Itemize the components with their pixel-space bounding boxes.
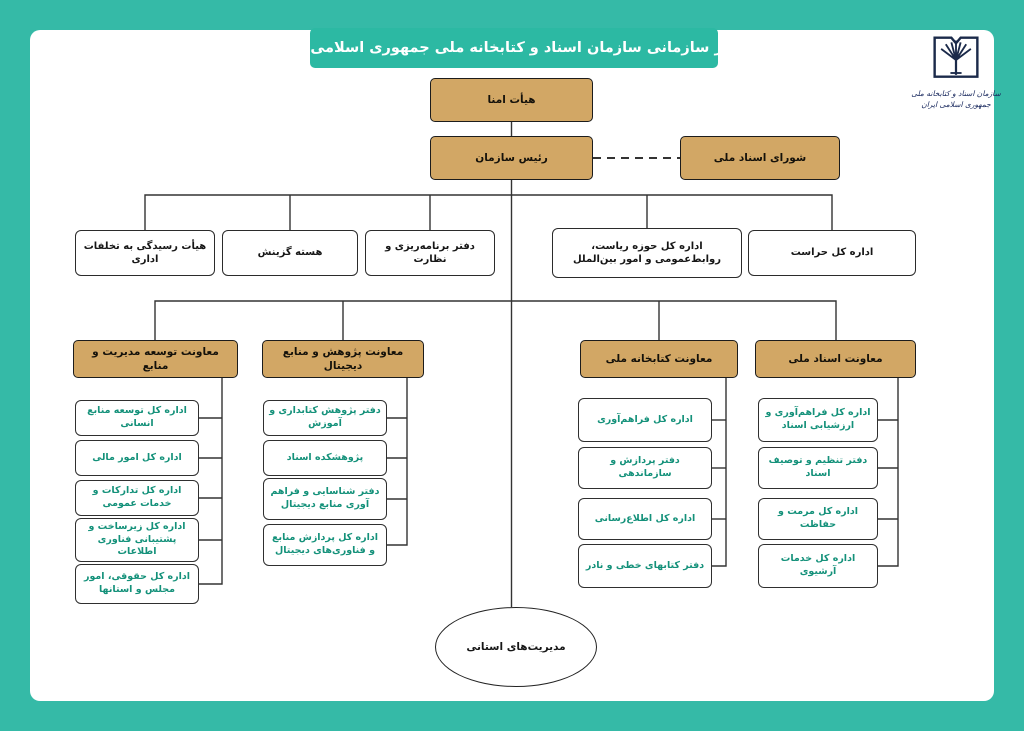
- node-office: دفتر پژوهش کتابداری و آموزش: [263, 400, 387, 436]
- node-deputy: معاونت کتابخانه ملی: [580, 340, 738, 378]
- node-office: دفتر شناسایی و فراهم آوری منابع دیجیتال: [263, 478, 387, 520]
- node-office: دفتر کتابهای خطی و نادر: [578, 544, 712, 588]
- node-staff-office: هسته گزینش: [222, 230, 358, 276]
- node-staff-office: اداره کل حراست: [748, 230, 916, 276]
- node-office: پژوهشکده اسناد: [263, 440, 387, 476]
- node-board-of-trustees: هیأت امنا: [430, 78, 593, 122]
- node-deputy: معاونت توسعه مدیریت و منابع: [73, 340, 238, 378]
- node-office: اداره کل امور مالی: [75, 440, 199, 476]
- node-office: دفتر تنظیم و توصیف اسناد: [758, 447, 878, 489]
- node-provincial-directorates: مدیریت‌های استانی: [435, 607, 597, 687]
- node-office: اداره کل خدمات آرشیوی: [758, 544, 878, 588]
- node-national-documents-council: شورای اسناد ملی: [680, 136, 840, 180]
- node-office: اداره کل توسعه منابع انسانی: [75, 400, 199, 436]
- logo-caption-line1: سازمان اسناد و کتابخانه ملی: [911, 89, 1001, 98]
- node-staff-office: دفتر برنامه‌ریزی و نظارت: [365, 230, 495, 276]
- page-title: نمودار سازمانی سازمان اسناد و کتابخانه م…: [268, 28, 760, 68]
- nlai-logo: سازمان اسناد و کتابخانه ملی جمهوری اسلام…: [900, 34, 1012, 126]
- node-organization-head: رئیس سازمان: [430, 136, 593, 180]
- node-deputy: معاونت پژوهش و منابع دیجیتال: [262, 340, 424, 378]
- node-office: اداره کل مرمت و حفاظت: [758, 498, 878, 540]
- node-deputy: معاونت اسناد ملی: [755, 340, 916, 378]
- node-staff-office: هیأت رسیدگی به تخلفات اداری: [75, 230, 215, 276]
- node-office: اداره کل اطلاع‌رسانی: [578, 498, 712, 540]
- book-palm-icon: [933, 36, 979, 78]
- node-office: اداره کل فراهم‌آوری: [578, 398, 712, 442]
- node-office: اداره کل فراهم‌آوری و ارزشیابی اسناد: [758, 398, 878, 442]
- node-office: اداره کل حقوقی، امور مجلس و استانها: [75, 564, 199, 604]
- node-office: اداره کل پردازش منابع و فناوری‌های دیجیت…: [263, 524, 387, 566]
- node-staff-office: اداره کل حوزه ریاست، روابط‌عمومی و امور …: [552, 228, 742, 278]
- node-office: اداره کل تدارکات و خدمات عمومی: [75, 480, 199, 516]
- logo-caption-line2: جمهوری اسلامی ایران: [921, 100, 991, 110]
- node-office: اداره کل زیرساخت و پشتیبانی فناوری اطلاع…: [75, 518, 199, 562]
- node-office: دفتر پردازش و سازماندهی: [578, 447, 712, 489]
